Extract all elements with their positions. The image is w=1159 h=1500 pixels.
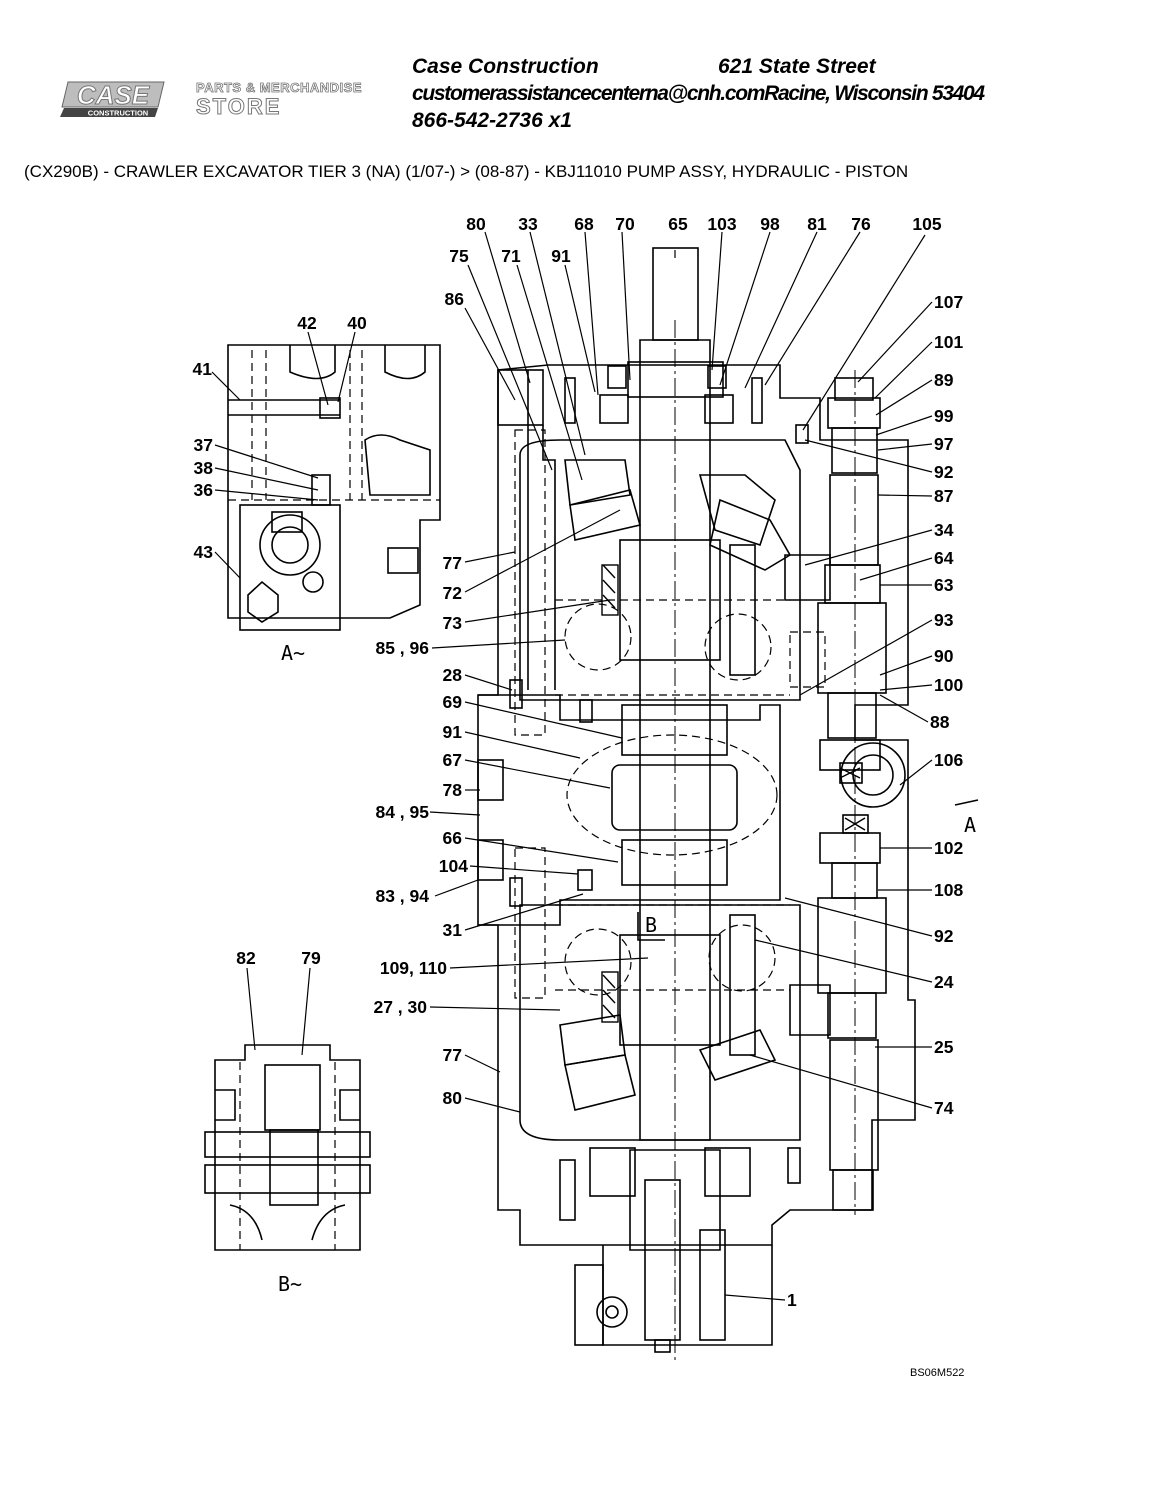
callout-label: 98	[760, 214, 780, 234]
callout-label: 90	[934, 646, 954, 666]
callout-label: 38	[194, 458, 214, 478]
callout-label: 100	[934, 675, 963, 695]
store-logo-line2: STORE	[195, 94, 282, 120]
callout-label: 82	[236, 948, 256, 968]
callout-label: 80	[443, 1088, 463, 1108]
page-subtitle: (CX290B) - CRAWLER EXCAVATOR TIER 3 (NA)…	[24, 162, 909, 181]
email-and-city: customerassistancecenterna@cnh.comRacine…	[412, 82, 985, 105]
callout-label: 91	[551, 246, 571, 266]
callout-label: 84 , 95	[375, 802, 429, 822]
case-logo-subtext: CONSTRUCTION	[88, 109, 148, 118]
callout-label: 33	[518, 214, 538, 234]
callout-label: 41	[193, 359, 213, 379]
callout-label: 70	[615, 214, 635, 234]
callout-label: 102	[934, 838, 963, 858]
callout-label: 31	[443, 920, 463, 940]
callout-label: 1	[787, 1290, 797, 1310]
callout-label: 25	[934, 1037, 954, 1057]
callout-label: 83 , 94	[375, 886, 429, 906]
parts-store-logo: PARTS & MERCHANDISE STORE	[195, 80, 366, 120]
callout-label: 99	[934, 406, 954, 426]
callout-label: 77	[443, 1045, 462, 1065]
callout-label: 43	[194, 542, 214, 562]
callout-label: 104	[439, 856, 468, 876]
callout-label: 42	[297, 313, 317, 333]
callout-label: 92	[934, 462, 954, 482]
callout-label: 74	[934, 1098, 954, 1118]
callout-label: 93	[934, 610, 954, 630]
callout-label: 27 , 30	[373, 997, 427, 1017]
case-construction-logo: CASE CONSTRUCTION	[58, 80, 166, 118]
callout-label: 81	[807, 214, 827, 234]
callout-label: 34	[934, 520, 954, 540]
callout-label: 64	[934, 548, 954, 568]
case-logo-text: CASE	[77, 80, 150, 110]
callout-label: 69	[443, 692, 463, 712]
callout-label: 75	[449, 246, 469, 266]
callout-label: 67	[443, 750, 462, 770]
callout-label: 77	[443, 553, 462, 573]
section-a-marker: A	[964, 813, 976, 837]
callout-label: 107	[934, 292, 963, 312]
phone-number: 866-542-2736 x1	[412, 109, 572, 132]
callout-label: 24	[934, 972, 954, 992]
callout-label: 37	[194, 435, 213, 455]
callout-label: 71	[501, 246, 521, 266]
callout-label: 108	[934, 880, 963, 900]
callout-label: 28	[443, 665, 463, 685]
callout-label: 92	[934, 926, 954, 946]
callout-label: 89	[934, 370, 954, 390]
callout-label: 91	[443, 722, 463, 742]
callout-label: 88	[930, 712, 950, 732]
callout-label: 65	[668, 214, 688, 234]
company-name: Case Construction	[412, 55, 599, 78]
view-a-caption: A~	[281, 641, 305, 665]
callout-label: 85 , 96	[375, 638, 429, 658]
callout-label: 105	[912, 214, 941, 234]
callout-label: 97	[934, 434, 953, 454]
callout-label: 86	[445, 289, 465, 309]
callout-label: 63	[934, 575, 954, 595]
callout-label: 109, 110	[380, 958, 447, 978]
callout-label: 76	[851, 214, 871, 234]
callout-label: 101	[934, 332, 963, 352]
callout-label: 68	[574, 214, 594, 234]
drawing-code: BS06M522	[910, 1367, 964, 1379]
store-logo-line1: PARTS & MERCHANDISE	[196, 80, 362, 96]
callout-label: 66	[443, 828, 463, 848]
callout-label: 78	[443, 780, 463, 800]
callout-label: 87	[934, 486, 953, 506]
callout-label: 73	[443, 613, 463, 633]
callout-label: 79	[301, 948, 321, 968]
callout-label: 40	[347, 313, 367, 333]
callout-label: 80	[466, 214, 486, 234]
view-b-caption: B~	[278, 1272, 302, 1296]
callout-label: 36	[194, 480, 214, 500]
street-address: 621 State Street	[718, 55, 876, 78]
section-b-marker: B	[645, 913, 657, 937]
callout-label: 103	[707, 214, 736, 234]
callout-label: 106	[934, 750, 963, 770]
callout-label: 72	[443, 583, 463, 603]
